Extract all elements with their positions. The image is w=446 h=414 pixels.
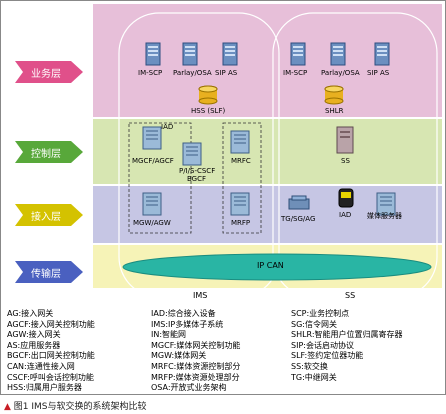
legend-item: MRFC:媒体资源控制部分: [151, 361, 241, 371]
legend-item: BGCF:出口网关控制功能: [7, 351, 95, 361]
media-server-label: 媒体服务器: [367, 212, 402, 220]
legend-item: SLF:签约定位器功能: [291, 351, 364, 361]
cscf-rack-icon: [182, 142, 202, 166]
legend-item: OSA:开放式业务架构: [151, 383, 227, 393]
pics-cscf-label: P/I/S-CSCF: [179, 167, 216, 175]
mgw-rack-icon: [142, 192, 162, 216]
tg-label: TG/SG/AG: [281, 215, 316, 223]
access-layer-arrow: 接入层: [15, 204, 83, 226]
legend-item: IAD:综合接入设备: [151, 309, 216, 318]
legend-item: AGCF:接入网关控制功能: [7, 319, 95, 329]
ss-scp-label: IM-SCP: [283, 69, 308, 77]
iad-device-icon: [338, 188, 354, 208]
transport-layer-label: 传输层: [31, 269, 61, 280]
ss-domain-label: SS: [345, 291, 356, 300]
service-layer-arrow: 业务层: [15, 61, 83, 83]
ss-control-label: SS: [341, 157, 350, 165]
tg-gateway-icon: [288, 195, 310, 210]
domain-outlines: [118, 12, 438, 298]
shlr-database-icon: [324, 85, 344, 105]
legend-item: SIP:会话启动协议: [291, 340, 354, 350]
ss-sip-as-server-icon: [374, 42, 390, 66]
ims-scp-label: IM-SCP: [138, 69, 163, 77]
legend-item: CSCF:呼叫会话控制功能: [7, 372, 94, 382]
legend-item: AGW:接入网关: [7, 330, 61, 340]
softswitch-server-icon: [336, 126, 354, 154]
caption-marker-icon: ▲: [4, 402, 11, 412]
legend-item: TG:中继网关: [291, 372, 337, 382]
mrfp-rack-icon: [230, 192, 250, 216]
legend-item: IMS:IP多媒体子系统: [151, 319, 224, 329]
bgcf-label: BGCF: [187, 175, 207, 183]
legend-item: AS:应用服务器: [7, 340, 61, 350]
ims-scp-server-icon: [145, 42, 161, 66]
control-layer-arrow: 控制层: [15, 141, 83, 163]
caption-text: 图1 IMS与软交换的系统架构比较: [13, 402, 147, 412]
legend-item: AG:接入网关: [7, 309, 54, 318]
iad-label: IAD: [161, 123, 174, 131]
sip-as-server-icon: [222, 42, 238, 66]
legend-item: HSS:归属用户服务器: [7, 383, 82, 393]
mgw-label: MGW/AGW: [133, 219, 171, 227]
control-layer-label: 控制层: [31, 149, 61, 160]
transport-layer-arrow: 传输层: [15, 261, 83, 283]
legend-item: SCP:业务控制点: [291, 309, 350, 318]
sip-as-label: SIP AS: [215, 69, 238, 77]
iad-rack-icon: [142, 126, 162, 150]
legend-item: MGW:媒体网关: [151, 351, 207, 361]
iad-access-label: IAD: [339, 211, 352, 219]
ss-sip-as-label: SIP AS: [367, 69, 390, 77]
ims-domain-label: IMS: [193, 291, 208, 300]
diagram-frame: 业务层 控制层 接入层 传输层 IM-SCP Parlay/OSA SIP AS…: [0, 0, 446, 395]
legend-column-3: SCP:业务控制点 SG:信令网关 SHLR:智能用户位置归属寄存器 SIP:会…: [291, 309, 403, 383]
legend-item: MGCF:媒体网关控制功能: [151, 340, 241, 350]
shlr-label: SHLR: [325, 107, 344, 115]
legend-item: SS:软交换: [291, 361, 328, 371]
mrfc-rack-icon: [230, 130, 250, 154]
media-server-icon: [376, 192, 396, 216]
legend-item: CAN:连通性接入网: [7, 361, 75, 371]
mgcf-label: MGCF/AGCF: [132, 157, 174, 165]
mrfp-label: MRFP: [231, 219, 251, 227]
legend-item: SHLR:智能用户位置归属寄存器: [291, 330, 403, 340]
ip-can-label: IP CAN: [257, 261, 284, 270]
ss-scp-server-icon: [290, 42, 306, 66]
access-layer-label: 接入层: [31, 212, 61, 223]
legend-item: SG:信令网关: [291, 319, 337, 329]
service-layer-label: 业务层: [31, 69, 61, 80]
figure-caption: ▲ 图1 IMS与软交换的系统架构比较: [4, 399, 147, 412]
legend-item: MRFP:媒体资源处理部分: [151, 372, 240, 382]
ss-parlay-label: Parlay/OSA: [321, 69, 360, 77]
legend-item: IN:智能网: [151, 330, 187, 340]
hss-database-icon: [198, 85, 218, 105]
ip-can-network-ellipse: [122, 253, 432, 281]
hss-label: HSS (SLF): [191, 107, 226, 115]
parlay-label: Parlay/OSA: [173, 69, 212, 77]
mrfc-label: MRFC: [231, 157, 251, 165]
parlay-server-icon: [182, 42, 198, 66]
legend-column-2: IAD:综合接入设备 IMS:IP多媒体子系统 IN:智能网 MGCF:媒体网关…: [151, 309, 240, 394]
ss-parlay-server-icon: [330, 42, 346, 66]
legend-column-1: AG:接入网关 AGCF:接入网关控制功能 AGW:接入网关 AS:应用服务器 …: [7, 309, 95, 394]
